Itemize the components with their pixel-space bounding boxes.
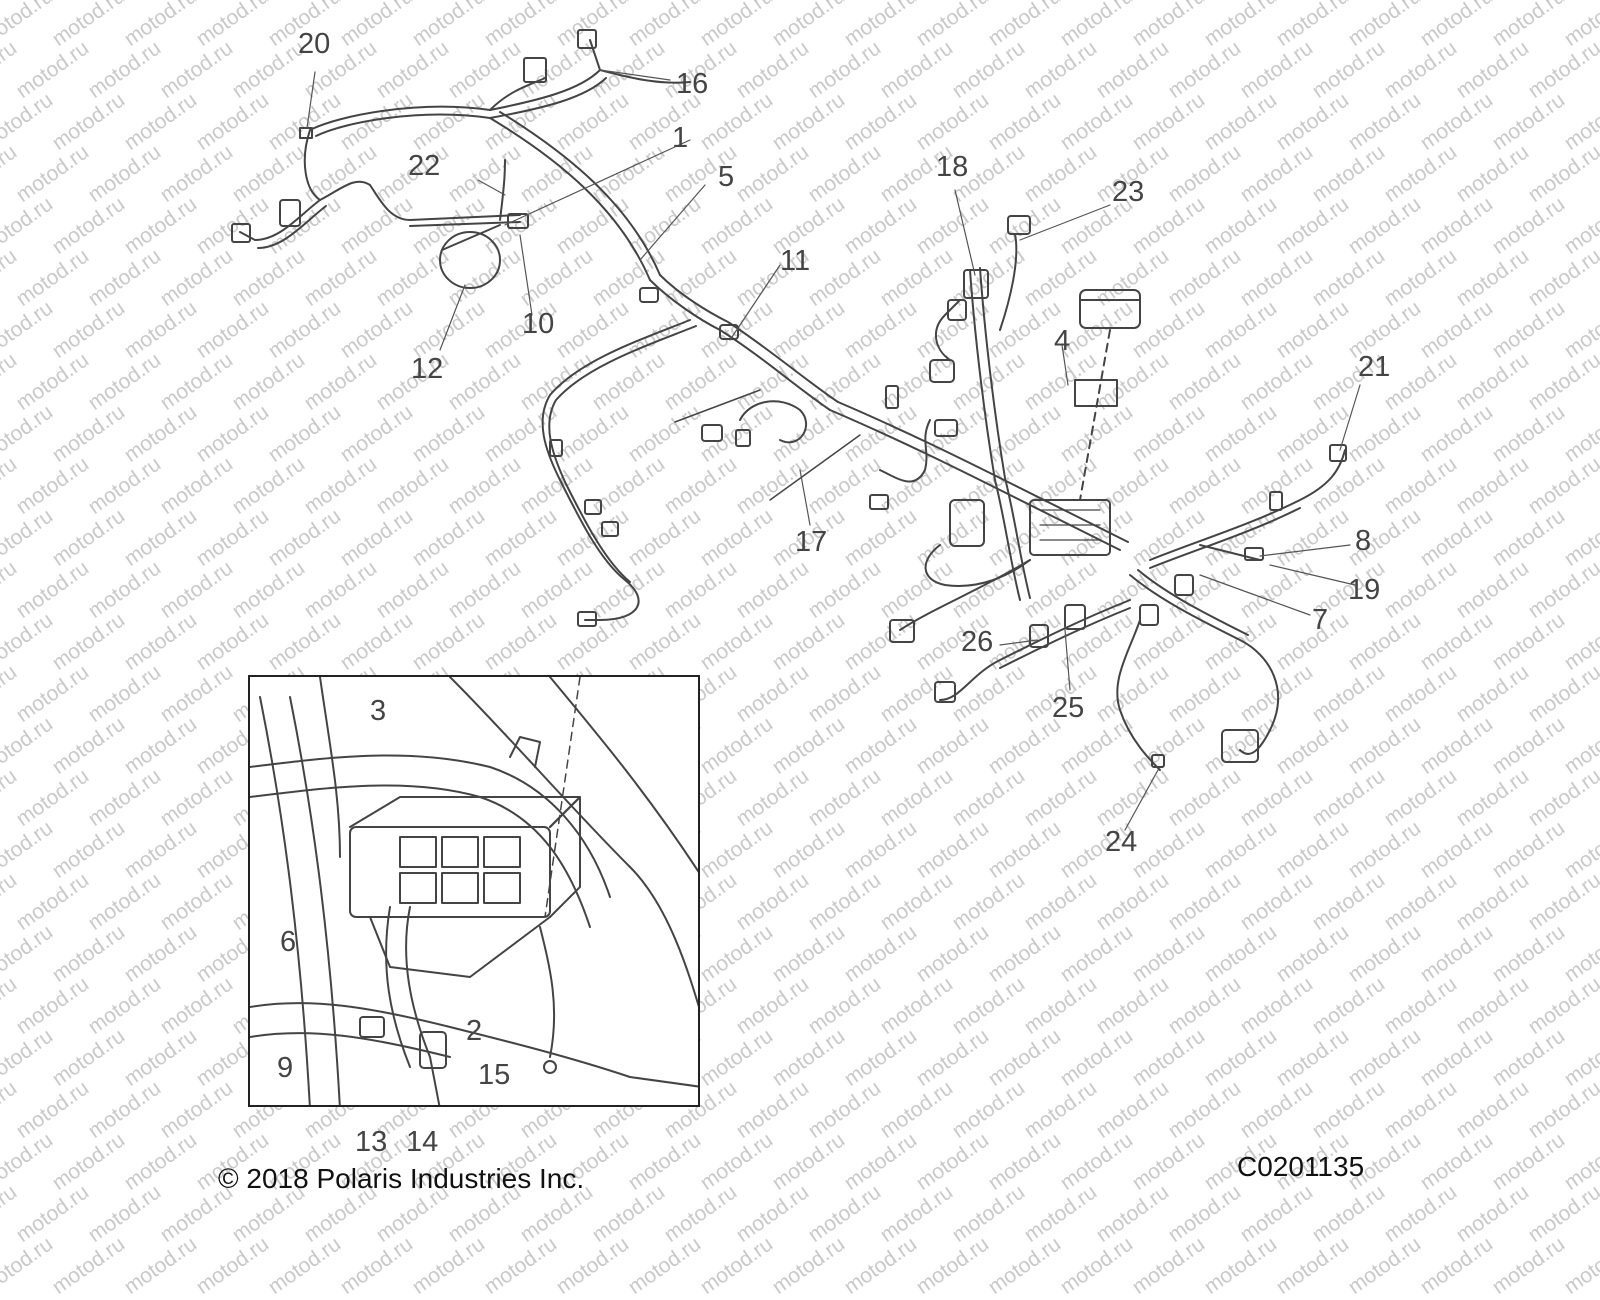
watermark-text: motod.ru <box>1200 1232 1282 1299</box>
watermark-text: motod.ru <box>1416 1232 1498 1299</box>
watermark-text: motod.ru <box>120 1232 202 1299</box>
callout-8: 8 <box>1355 525 1372 557</box>
callout-5: 5 <box>718 161 735 193</box>
watermark-text: motod.ru <box>984 1232 1066 1299</box>
watermark-text: motod.ru <box>696 1232 778 1299</box>
callout-16: 16 <box>676 68 709 100</box>
watermark-text: motod.ru <box>1128 1232 1210 1299</box>
watermark-text: motod.ru <box>1344 1232 1426 1299</box>
callout-12: 12 <box>411 353 444 385</box>
callout-15: 15 <box>478 1059 511 1091</box>
callout-26: 26 <box>961 626 994 658</box>
callout-25: 25 <box>1052 692 1085 724</box>
callout-17: 17 <box>795 526 828 558</box>
callout-13: 13 <box>355 1126 388 1158</box>
copyright-text: © 2018 Polaris Industries Inc. <box>218 1163 585 1194</box>
watermark-text: motod.ru <box>1488 1232 1570 1299</box>
callout-11: 11 <box>780 245 811 277</box>
callout-3: 3 <box>370 695 387 727</box>
watermark-text: motod.ru <box>1560 1232 1600 1299</box>
watermark-text: motod.ru <box>408 1232 490 1299</box>
watermark-text: motod.ru <box>1056 1232 1138 1299</box>
callout-10: 10 <box>522 308 555 340</box>
callout-9: 9 <box>277 1052 294 1084</box>
watermark-text: motod.ru <box>768 1232 850 1299</box>
watermark-text: motod.ru <box>0 1232 58 1299</box>
callout-21: 21 <box>1358 351 1391 383</box>
callout-24: 24 <box>1105 826 1138 858</box>
callout-23: 23 <box>1112 176 1145 208</box>
watermark-text: motod.ru <box>1272 1232 1354 1299</box>
drawing-number: C0201135 <box>1237 1151 1365 1182</box>
main-harness <box>829 215 1347 771</box>
wiring-harness-drawing <box>231 29 1361 831</box>
watermark-text: motod.ru <box>336 1232 418 1299</box>
callout-7: 7 <box>1312 604 1329 636</box>
watermark-text: motod.ru <box>840 1232 922 1299</box>
callout-20: 20 <box>298 28 331 60</box>
watermark-text: motod.ru <box>480 1232 562 1299</box>
callout-1: 1 <box>672 122 689 154</box>
watermark-text: motod.ru <box>48 1232 130 1299</box>
inset-detail-frame <box>248 675 700 1107</box>
callout-14: 14 <box>406 1126 439 1158</box>
front-harness <box>231 29 899 627</box>
callout-6: 6 <box>280 926 297 958</box>
watermark-text: motod.ru <box>192 1232 274 1299</box>
watermark-text: motod.ru <box>552 1232 634 1299</box>
callout-19: 19 <box>1348 574 1381 606</box>
callout-2: 2 <box>466 1015 483 1047</box>
leader-lines <box>306 69 1361 831</box>
callout-22: 22 <box>408 150 441 182</box>
watermark-text: motod.ru <box>624 1232 706 1299</box>
callout-4: 4 <box>1054 325 1071 357</box>
callout-18: 18 <box>936 151 969 183</box>
watermark-text: motod.ru <box>264 1232 346 1299</box>
watermark-text: motod.ru <box>912 1232 994 1299</box>
inset-detail-drawing <box>250 677 698 1105</box>
